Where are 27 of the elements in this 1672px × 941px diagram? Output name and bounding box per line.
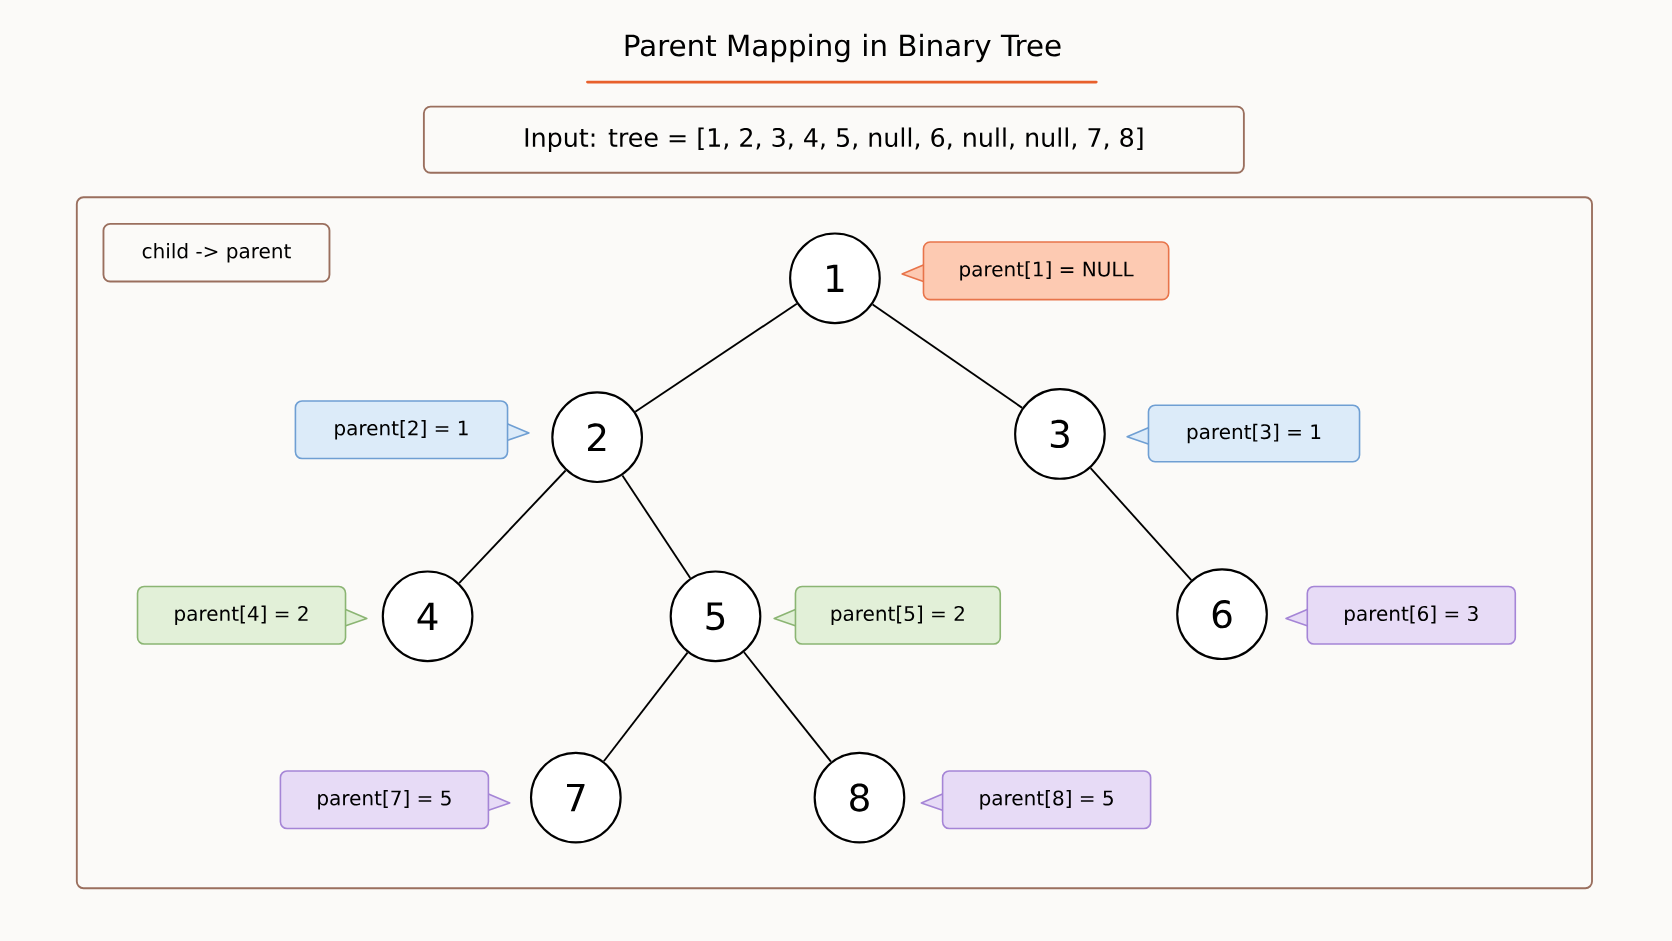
tree-node: 1 [789,232,881,325]
legend-box: child -> parent [102,223,331,283]
callout: parent[6] = 3 [1285,585,1517,645]
input-box: Input: tree = [1, 2, 3, 4, 5, null, 6, null, null, 7, 8] [422,105,1245,174]
tree-node: 3 [1014,388,1106,480]
tree-node: 5 [669,570,762,663]
tree-node: 4 [381,570,474,663]
tree-node: 2 [551,391,643,484]
tree-node: 7 [529,751,622,844]
frame [75,196,1593,890]
tree-edge [1089,467,1193,582]
tree-edge [871,303,1024,409]
callout: parent[1] = NULL [901,241,1170,301]
tree-edge [634,302,798,413]
callout: parent[8] = 5 [920,770,1152,830]
tree-edge [743,651,832,763]
callout: parent[2] = 1 [294,400,530,460]
tree-edge [621,474,692,579]
callout: parent[7] = 5 [279,770,511,830]
tree-node: 8 [813,751,906,844]
callout: parent[4] = 2 [136,585,368,645]
callout: parent[5] = 2 [773,585,1002,645]
callout: parent[3] = 1 [1126,404,1361,463]
tree-edge [458,469,567,584]
title: Parent Mapping in Binary Tree [625,33,1061,63]
tree-node: 6 [1176,568,1268,661]
tree-edge [602,651,689,763]
